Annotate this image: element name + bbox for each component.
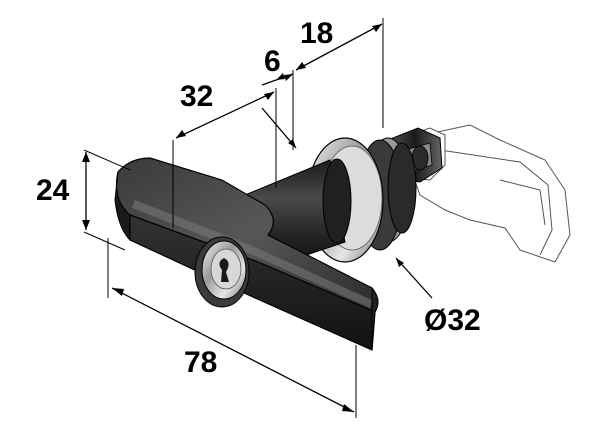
dim-label-6: 6 <box>264 45 281 78</box>
t-handle <box>114 157 379 351</box>
dim-label-24: 24 <box>36 174 70 207</box>
dim-label-32: 32 <box>180 80 213 113</box>
extension-lines <box>83 18 384 418</box>
dim-label-78: 78 <box>184 346 217 379</box>
dim-label-diameter: Ø32 <box>424 304 481 337</box>
keyhole-icon <box>194 236 250 308</box>
dimension-lines <box>82 23 433 413</box>
dim-label-18: 18 <box>300 17 333 50</box>
